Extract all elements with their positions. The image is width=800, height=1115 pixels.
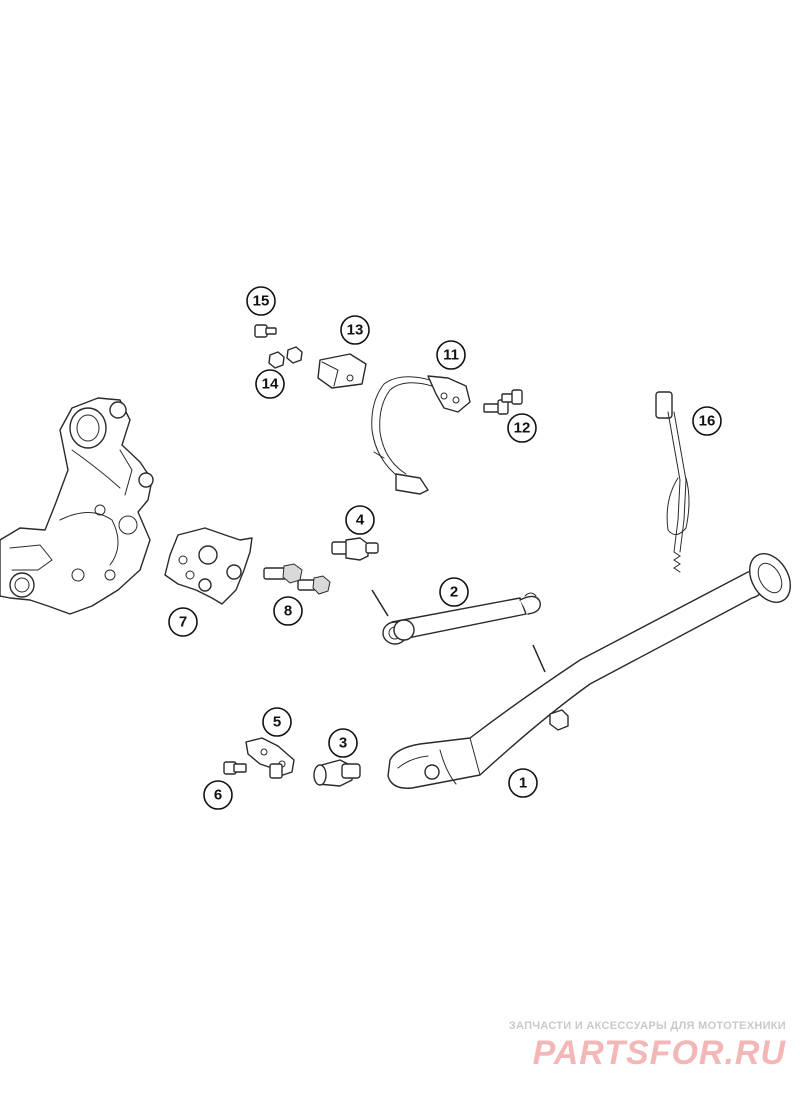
leader-4 bbox=[371, 589, 389, 617]
watermark-logo: PARTSFOR.RU bbox=[532, 1034, 786, 1072]
bolts-8 bbox=[263, 563, 331, 595]
callout-15: 15 bbox=[246, 286, 276, 316]
nuts-14 bbox=[268, 346, 303, 369]
callout-1: 1 bbox=[508, 768, 538, 798]
callout-12: 12 bbox=[507, 413, 537, 443]
side-stand bbox=[387, 553, 791, 789]
bush-3 bbox=[313, 759, 361, 787]
callout-14-label: 14 bbox=[262, 376, 279, 393]
watermark: ЗАПЧАСТИ И АКСЕССУАРЫ ДЛЯ МОТОТЕХНИКИ PA… bbox=[466, 1020, 786, 1073]
callout-6-label: 6 bbox=[214, 787, 222, 804]
bolt-6 bbox=[223, 761, 247, 775]
callout-3-label: 3 bbox=[339, 735, 347, 752]
callout-16: 16 bbox=[692, 406, 722, 436]
callout-6: 6 bbox=[203, 780, 233, 810]
callout-13-label: 13 bbox=[347, 322, 364, 339]
bolt-4 bbox=[331, 537, 379, 561]
callout-14: 14 bbox=[255, 369, 285, 399]
bracket-5 bbox=[245, 737, 295, 779]
callout-8: 8 bbox=[273, 596, 303, 626]
sensor-11 bbox=[371, 375, 471, 495]
callout-3: 3 bbox=[328, 728, 358, 758]
callout-8-label: 8 bbox=[284, 603, 292, 620]
callout-11-label: 11 bbox=[443, 347, 459, 364]
bolts-12 bbox=[483, 389, 523, 415]
callout-2-label: 2 bbox=[450, 584, 458, 601]
callout-13: 13 bbox=[340, 315, 370, 345]
callout-5: 5 bbox=[262, 707, 292, 737]
callout-1-label: 1 bbox=[519, 775, 527, 792]
callout-12-label: 12 bbox=[514, 420, 531, 437]
callout-11: 11 bbox=[436, 340, 466, 370]
spring bbox=[382, 592, 541, 645]
callout-4-label: 4 bbox=[356, 512, 365, 529]
callout-2: 2 bbox=[439, 577, 469, 607]
callout-16-label: 16 bbox=[699, 413, 716, 430]
mounting-plate bbox=[164, 527, 253, 605]
callout-4: 4 bbox=[345, 505, 375, 535]
switch-13 bbox=[317, 353, 367, 389]
screw-15 bbox=[254, 324, 277, 338]
callout-15-label: 15 bbox=[253, 293, 270, 310]
cable-tie-16 bbox=[655, 391, 690, 573]
frame-bracket bbox=[0, 397, 154, 615]
leader-2 bbox=[532, 644, 546, 673]
callout-7: 7 bbox=[168, 607, 198, 637]
callout-7-label: 7 bbox=[179, 614, 187, 631]
callout-5-label: 5 bbox=[273, 714, 281, 731]
watermark-tagline: ЗАПЧАСТИ И АКСЕССУАРЫ ДЛЯ МОТОТЕХНИКИ bbox=[508, 1020, 786, 1032]
